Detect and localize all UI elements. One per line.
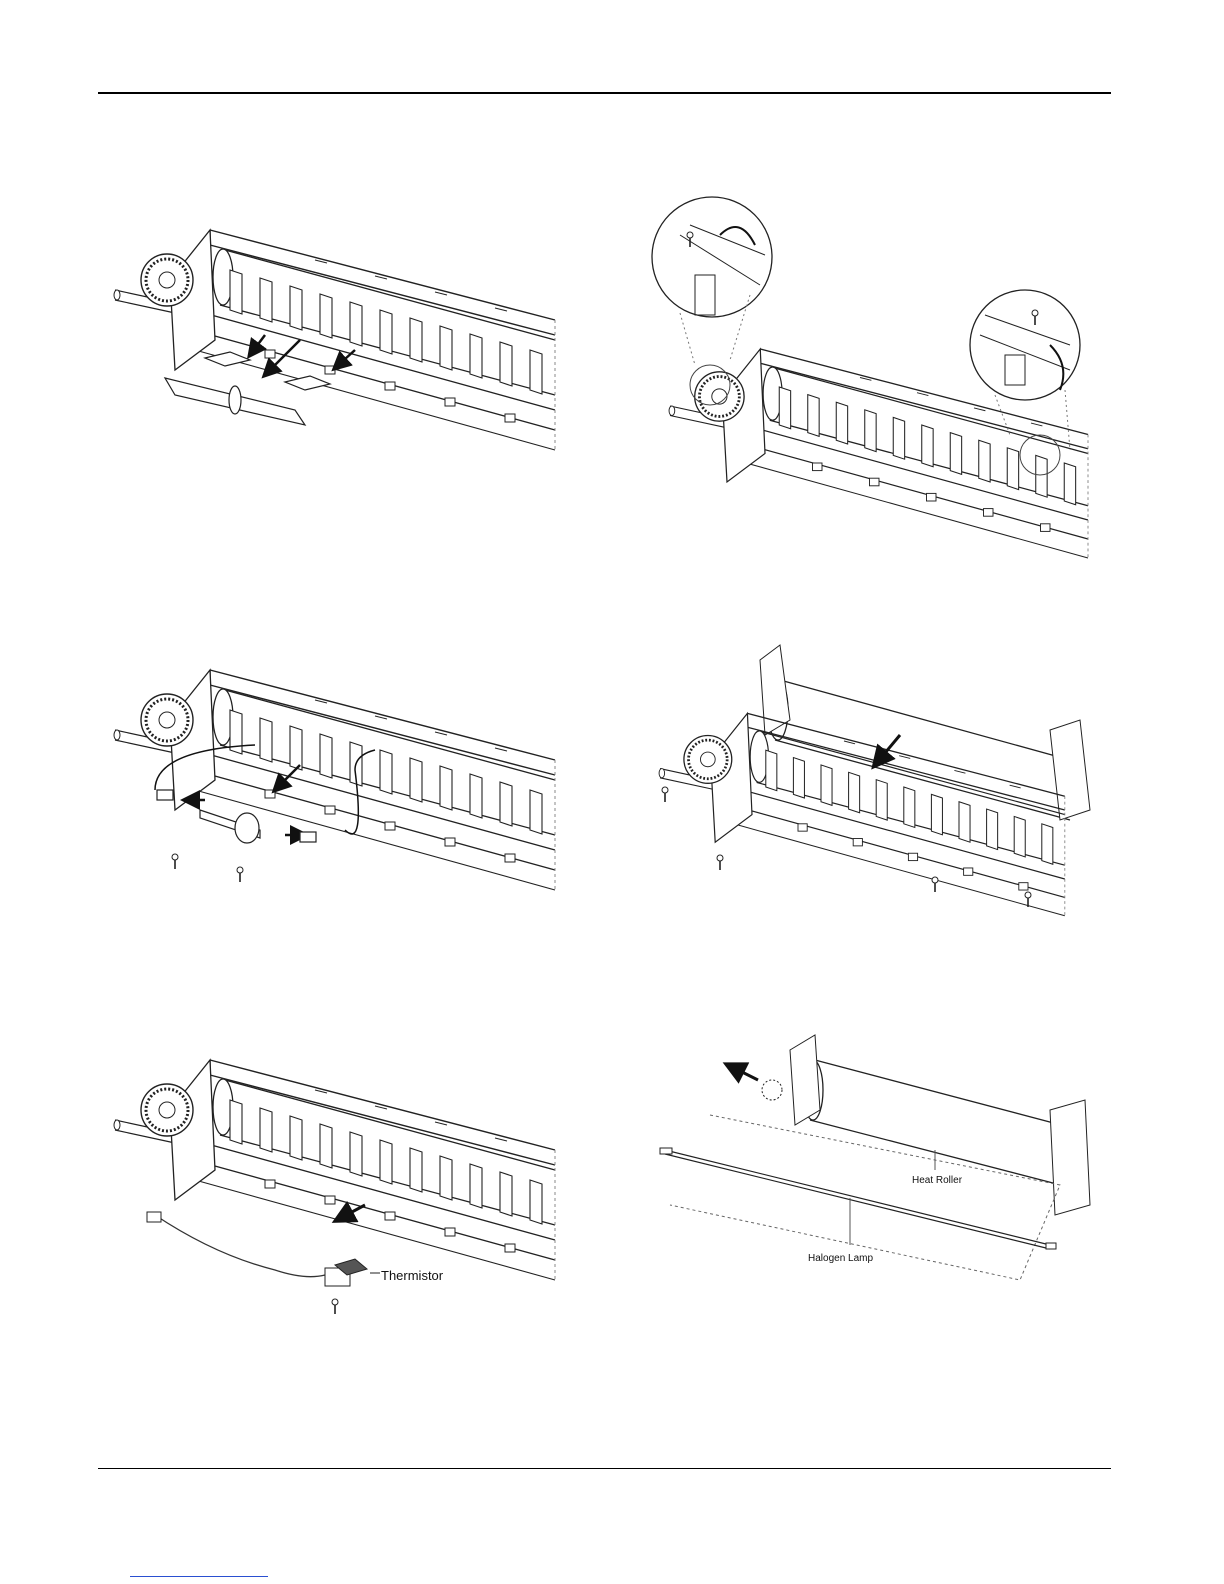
thermistor-removal-drawing	[115, 1040, 560, 1340]
footer-link-underline[interactable]	[130, 1576, 268, 1577]
halogen-lamp-removal-drawing	[650, 1030, 1100, 1290]
figure-fuser-cover-removal	[115, 210, 560, 460]
figure-roller-assembly-removal	[650, 640, 1100, 920]
figure-halogen-lamp-removal	[650, 1030, 1100, 1290]
figure-thermostat-removal	[115, 650, 560, 890]
thermistor-label: Thermistor	[381, 1268, 443, 1283]
header-rule	[98, 92, 1111, 94]
figure-lamp-terminals	[650, 195, 1100, 535]
thermostat-removal-drawing	[115, 650, 560, 890]
lamp-terminals-drawing	[650, 195, 1100, 535]
roller-assembly-removal-drawing	[650, 640, 1100, 920]
heat-roller-label: Heat Roller	[912, 1175, 962, 1186]
halogen-lamp-label: Halogen Lamp	[808, 1253, 873, 1264]
figure-thermistor-removal	[115, 1040, 560, 1340]
fuser-cover-removal-drawing	[115, 210, 560, 460]
footer-rule	[98, 1468, 1111, 1469]
